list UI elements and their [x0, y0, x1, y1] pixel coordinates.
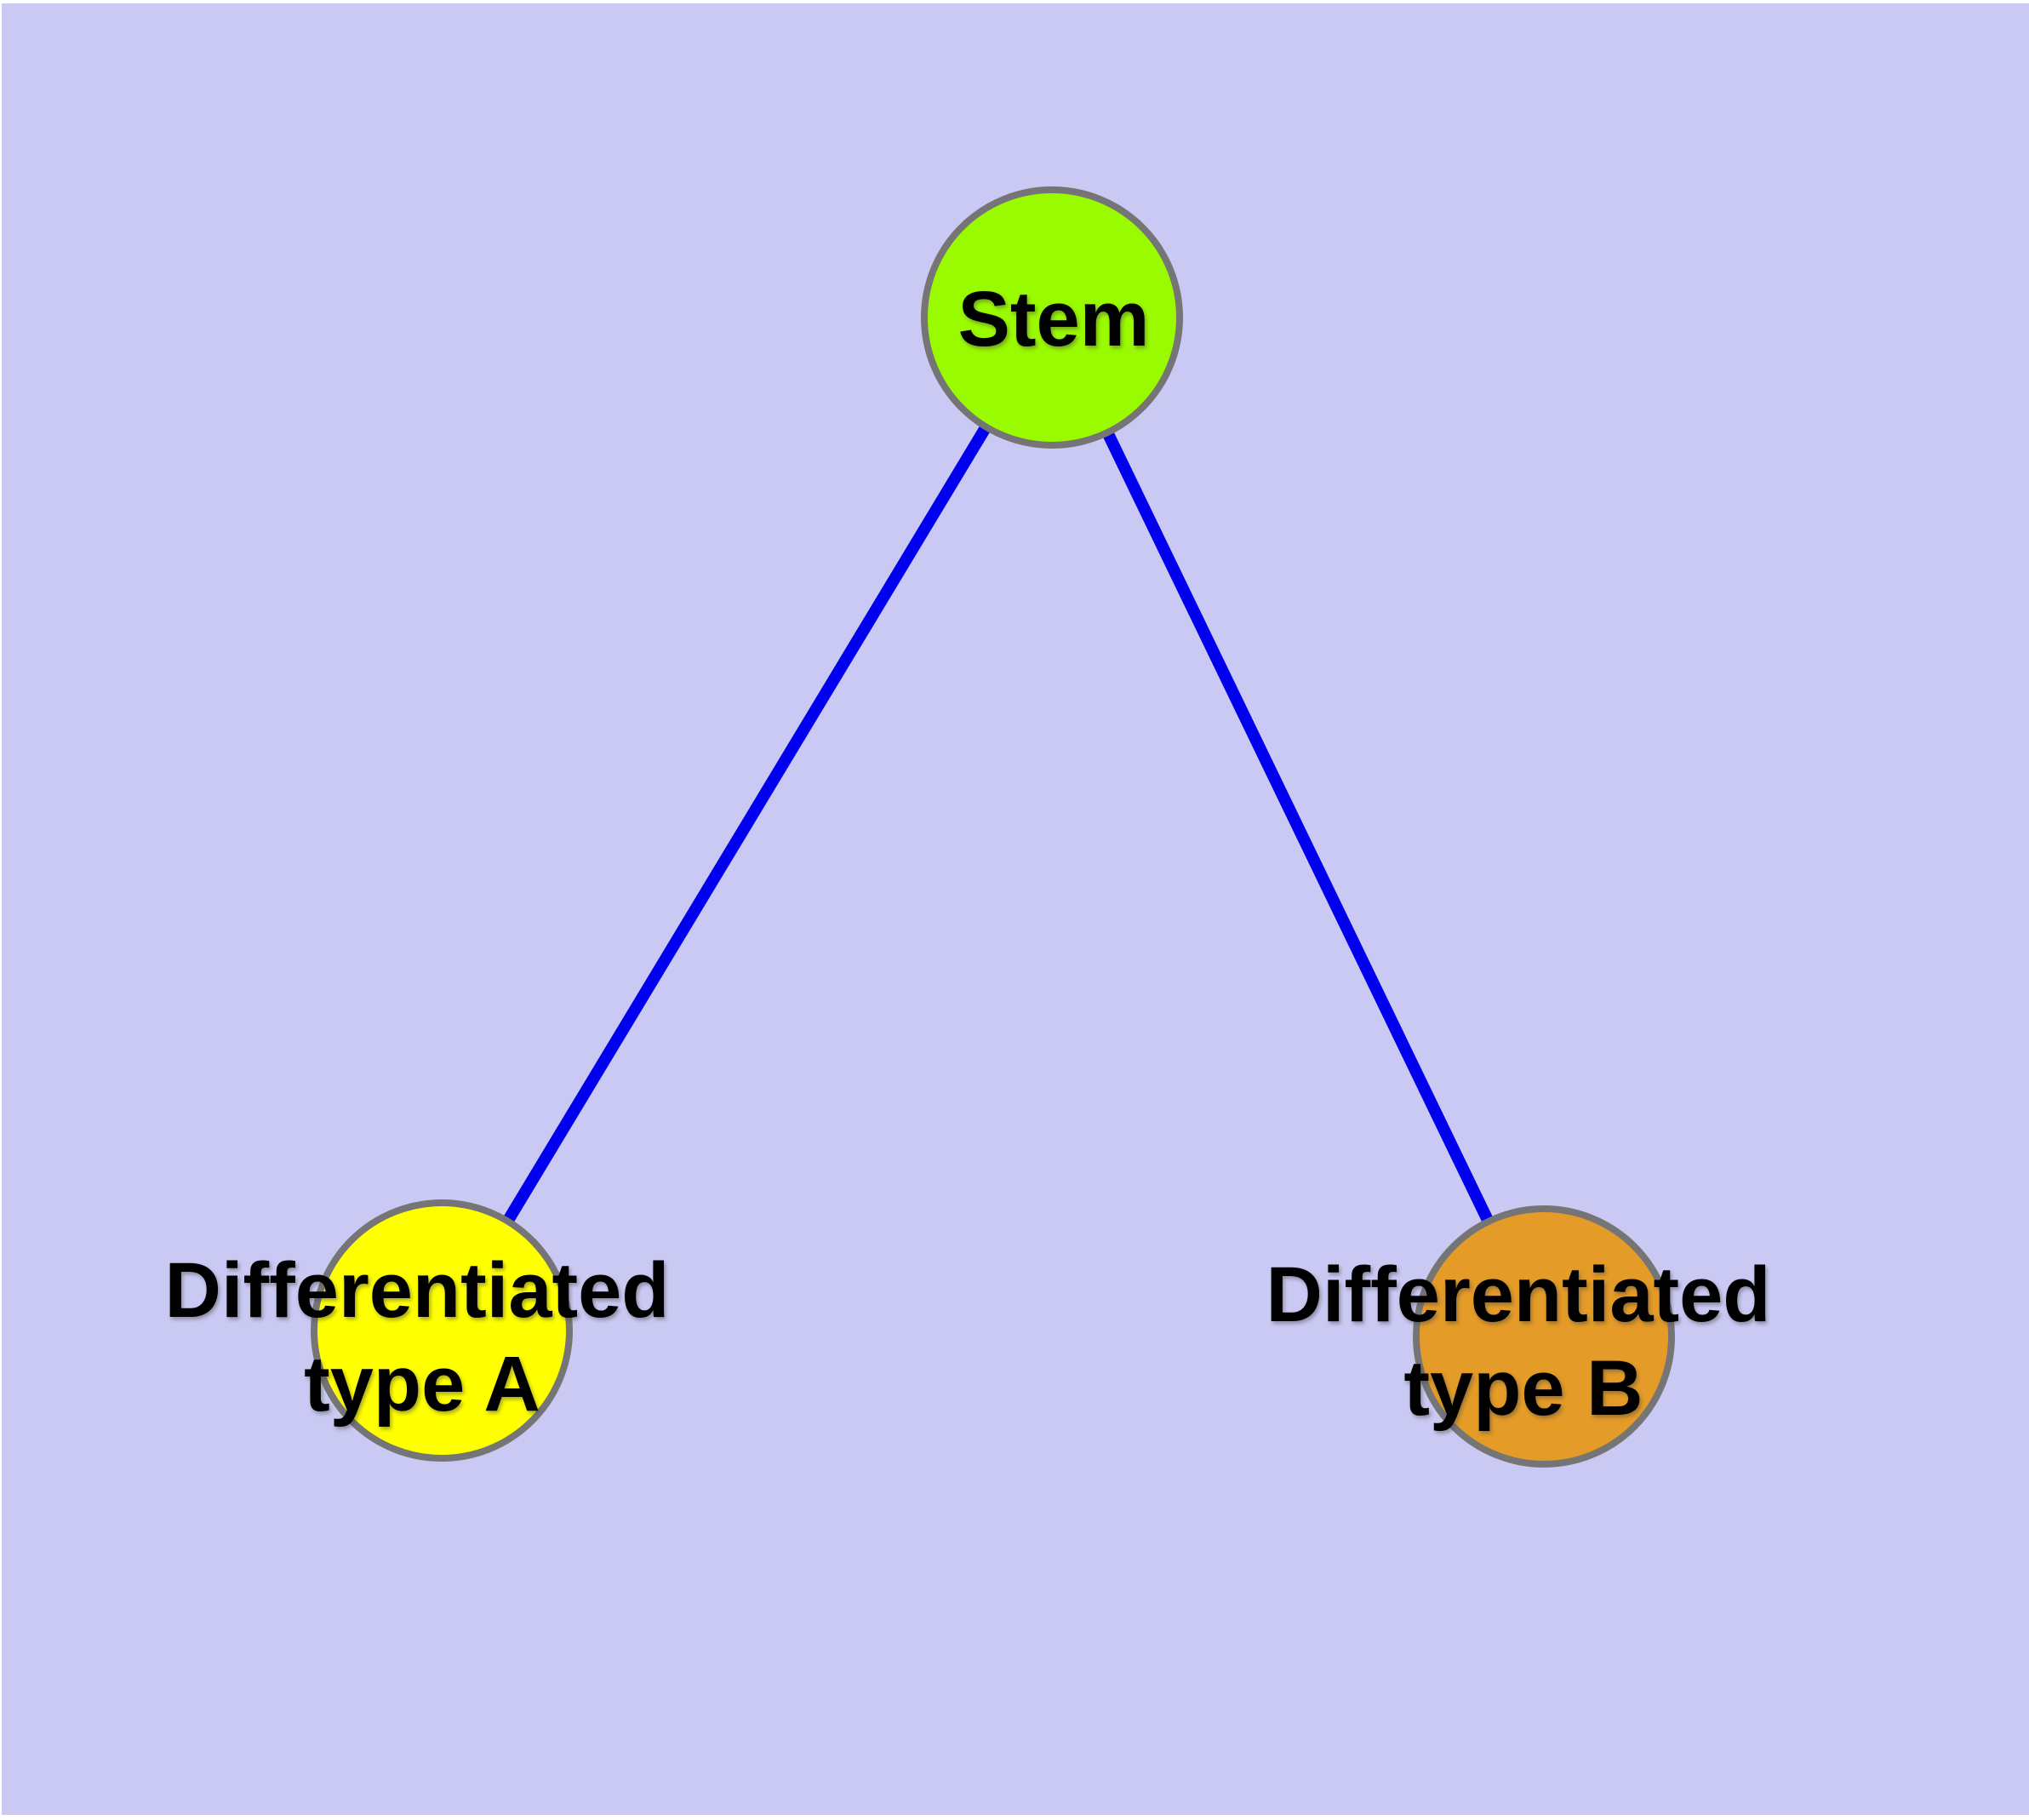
node-type-a-label-line-1: Differentiated	[165, 1247, 670, 1334]
node-stem-label: Stem	[958, 276, 1150, 363]
node-stem	[921, 186, 1183, 449]
edge-stem-to-type-b	[1046, 314, 1550, 1340]
edge-stem-to-type-a	[437, 314, 1057, 1334]
node-type-b-label-line-1: Differentiated	[1266, 1251, 1771, 1338]
node-type-a-label-line-2: type A	[304, 1341, 540, 1428]
node-type-b	[1413, 1205, 1675, 1468]
node-type-a	[311, 1199, 573, 1462]
node-type-b-label-line-2: type B	[1403, 1345, 1643, 1432]
